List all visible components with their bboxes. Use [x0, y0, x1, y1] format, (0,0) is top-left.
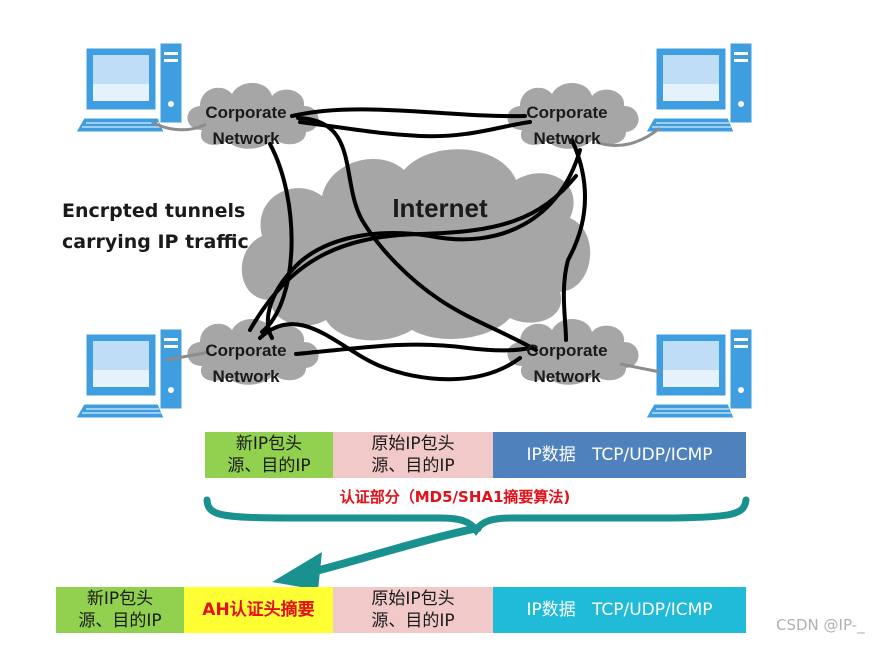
network-label-tl-1: Corporate: [205, 103, 286, 122]
ip-data-cell: IP数据 TCP/UDP/ICMP: [493, 432, 746, 478]
internet-label: Internet: [392, 193, 488, 223]
arrowhead: [272, 552, 322, 590]
new-ip-header-cell: 新IP包头 源、目的IP: [205, 432, 333, 478]
computer-icon: [645, 42, 753, 133]
orig-ip-header-line2: 源、目的IP: [371, 611, 455, 631]
orig-ip-header-cell: 原始IP包头 源、目的IP: [333, 432, 493, 478]
computer-icon: [75, 328, 183, 419]
internet-cloud-icon: [241, 149, 591, 341]
tunnel-label-line2: carrying IP traffic: [62, 231, 249, 253]
orig-ip-header-cell: 原始IP包头 源、目的IP: [333, 587, 493, 633]
tunnel-label: Encrpted tunnels carrying IP traffic: [62, 196, 249, 258]
orig-ip-header-line1: 原始IP包头: [371, 589, 455, 609]
network-labels: Corporate Network Corporate Network Corp…: [205, 103, 607, 386]
watermark: CSDN @IP-_: [776, 616, 865, 634]
new-ip-header-line2: 源、目的IP: [78, 611, 162, 631]
new-ip-header-line1: 新IP包头: [86, 589, 154, 609]
network-label-tr-1: Corporate: [526, 103, 607, 122]
orig-ip-header-line1: 原始IP包头: [371, 434, 455, 454]
network-label-bl-2: Network: [212, 367, 280, 386]
network-label-br-1: Corporate: [526, 341, 607, 360]
network-label-tl-2: Network: [212, 129, 280, 148]
curved-arrow-icon: [308, 524, 482, 576]
computer-icon: [645, 328, 753, 419]
new-ip-header-cell: 新IP包头 源、目的IP: [56, 587, 184, 633]
new-ip-header-line2: 源、目的IP: [227, 456, 311, 476]
orig-ip-header-line2: 源、目的IP: [371, 456, 455, 476]
encrypted-tunnels: [248, 107, 587, 382]
ah-header-cell: AH认证头摘要: [184, 587, 333, 633]
network-label-br-2: Network: [533, 367, 601, 386]
auth-label: 认证部分（MD5/SHA1摘要算法): [339, 488, 571, 506]
network-label-bl-1: Corporate: [205, 341, 286, 360]
computer-icon: [75, 42, 183, 133]
ip-data-cell: IP数据 TCP/UDP/ICMP: [493, 587, 746, 633]
new-ip-header-line1: 新IP包头: [235, 434, 303, 454]
network-label-tr-2: Network: [533, 129, 601, 148]
access-links: [151, 120, 661, 374]
tunnel-label-line1: Encrpted tunnels: [62, 200, 246, 222]
